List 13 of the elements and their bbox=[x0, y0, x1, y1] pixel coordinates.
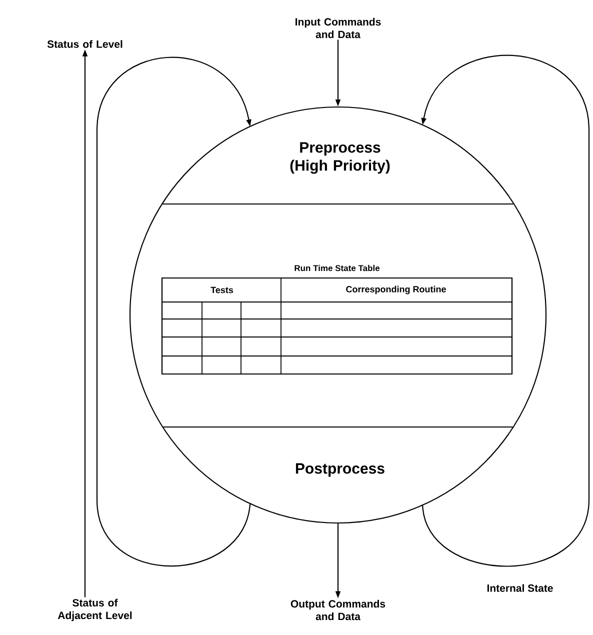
process-section: Postprocess bbox=[296, 463, 384, 477]
column-header: Tests bbox=[210, 286, 234, 294]
process-circle bbox=[129, 106, 547, 524]
text-label: Input Commands and Data bbox=[296, 18, 381, 38]
text-label: Status of Level bbox=[47, 40, 122, 48]
edge-label: Internal State bbox=[486, 583, 554, 593]
column-header: Corresponding Routine bbox=[346, 286, 446, 294]
loop-arrow bbox=[421, 55, 590, 567]
table-title: Run Time State Table bbox=[294, 264, 380, 272]
text-label: Output Commands and Data bbox=[290, 600, 386, 620]
process-section: Preprocess (High Priority) bbox=[290, 142, 390, 174]
loop-arrow bbox=[96, 57, 252, 566]
text-label: Status of Adjacent Level bbox=[58, 598, 132, 622]
